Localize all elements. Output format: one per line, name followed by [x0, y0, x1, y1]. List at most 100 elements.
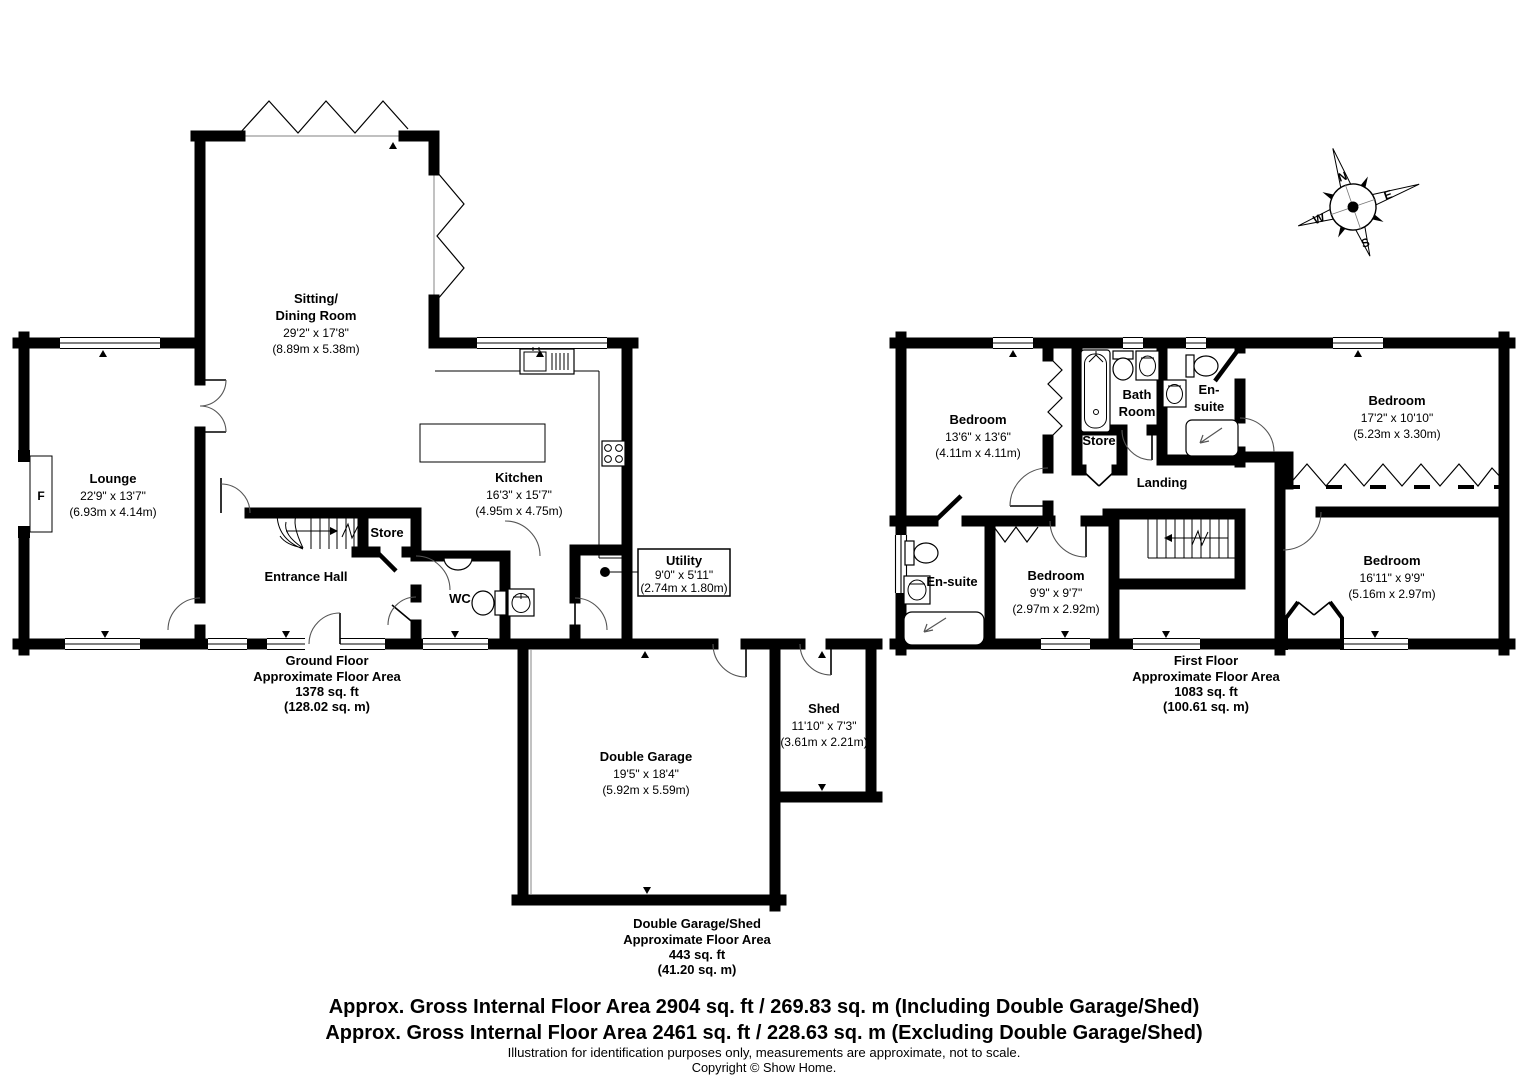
room-label-sitting-2: Dining Room — [276, 308, 357, 323]
outbuilding-area-title: Double Garage/Shed — [633, 916, 761, 931]
room-label-bedroom-br: Bedroom — [1363, 553, 1420, 568]
utility-label-box — [637, 548, 731, 597]
room-dim-bedroom-br-imperial: 16'11" x 9'9" — [1360, 571, 1425, 585]
toilet-icon — [471, 590, 507, 616]
room-label-store-ground: Store — [370, 525, 403, 540]
room-label-garage: Double Garage — [600, 749, 692, 764]
compass-rose-icon: N E S W — [1297, 148, 1420, 257]
room-label-bedroom-tl: Bedroom — [949, 412, 1006, 427]
staircase — [276, 512, 359, 550]
room-dim-lounge-metric: (6.93m x 4.14m) — [69, 505, 156, 519]
walls — [889, 331, 1516, 656]
kitchen-counter — [419, 370, 622, 559]
toilet-icon — [904, 540, 939, 566]
outbuilding-area-metric: (41.20 sq. m) — [658, 962, 737, 977]
room-label-ensuite-left: En-suite — [926, 574, 977, 589]
shower-icon — [1185, 419, 1239, 457]
room-dim-garage-imperial: 19'5" x 18'4" — [613, 767, 679, 781]
ground-area-title: Ground Floor — [285, 653, 368, 668]
room-label-ensuite-top-2: suite — [1194, 399, 1224, 414]
room-label-bathroom-2: Room — [1119, 404, 1156, 419]
lobby-sink-icon — [507, 588, 535, 617]
first-floor: Bedroom 13'6" x 13'6" (4.11m x 4.11m) Ba… — [889, 331, 1516, 714]
footer-copyright: Copyright © Show Home. — [692, 1060, 837, 1075]
bifold-door-icon — [239, 100, 409, 134]
footer-disclaimer: Illustration for identification purposes… — [508, 1045, 1021, 1060]
sink-icon — [519, 347, 575, 375]
walls — [12, 130, 883, 912]
room-label-lounge: Lounge — [90, 471, 137, 486]
room-dim-shed-metric: (3.61m x 2.21m) — [780, 735, 867, 749]
room-dim-shed-imperial: 11'10" x 7'3" — [792, 719, 857, 733]
compass-south-label: S — [1359, 235, 1371, 251]
utility-dim-metric: (2.74m x 1.80m) — [640, 581, 727, 595]
footer-area-including: Approx. Gross Internal Floor Area 2904 s… — [329, 996, 1200, 1018]
compass-north-label: N — [1336, 169, 1349, 185]
room-label-shed: Shed — [808, 701, 840, 716]
room-dim-bedroom-bm-metric: (2.97m x 2.92m) — [1012, 602, 1099, 616]
ground-area-subtitle: Approximate Floor Area — [253, 669, 401, 684]
fireplace-icon — [18, 450, 53, 538]
room-label-sitting: Sitting/ — [294, 291, 338, 306]
doors — [167, 379, 832, 678]
fireplace-label: F — [37, 489, 44, 503]
utility-label: Utility — [666, 553, 703, 568]
toilet-icon — [1112, 350, 1134, 381]
bifold-door-icon — [436, 171, 465, 301]
room-dim-bedroom-br-metric: (5.16m x 2.97m) — [1348, 587, 1435, 601]
room-label-kitchen: Kitchen — [495, 470, 543, 485]
room-label-store-first: Store — [1082, 433, 1115, 448]
staircase — [1147, 519, 1237, 559]
room-dim-bedroom-tr-imperial: 17'2" x 10'10" — [1361, 411, 1434, 425]
ground-area-imperial: 1378 sq. ft — [295, 684, 359, 699]
wardrobe-icons — [993, 355, 1505, 544]
room-dim-lounge-imperial: 22'9" x 13'7" — [80, 489, 146, 503]
windows — [894, 336, 1408, 651]
room-label-bedroom-tr: Bedroom — [1368, 393, 1425, 408]
shower-bath-icon — [903, 611, 985, 646]
kitchen-island — [419, 423, 546, 463]
room-label-landing: Landing — [1137, 475, 1188, 490]
room-dim-bedroom-tl-imperial: 13'6" x 13'6" — [945, 430, 1011, 444]
room-label-bedroom-bm: Bedroom — [1027, 568, 1084, 583]
outbuilding-area-subtitle: Approximate Floor Area — [623, 932, 771, 947]
hob-icon — [601, 440, 626, 467]
footer-area-excluding: Approx. Gross Internal Floor Area 2461 s… — [325, 1022, 1202, 1044]
room-dim-bedroom-bm-imperial: 9'9" x 9'7" — [1030, 586, 1082, 600]
compass-west-label: W — [1311, 210, 1327, 227]
wc-basin-icon — [443, 553, 473, 571]
room-dim-kitchen-metric: (4.95m x 4.75m) — [475, 504, 562, 518]
first-area-metric: (100.61 sq. m) — [1163, 699, 1249, 714]
room-dim-kitchen-imperial: 16'3" x 15'7" — [486, 488, 552, 502]
room-dim-bedroom-tr-metric: (5.23m x 3.30m) — [1353, 427, 1440, 441]
room-dim-bedroom-tl-metric: (4.11m x 4.11m) — [935, 446, 1021, 460]
ground-floor: Sitting/ Dining Room 29'2" x 17'8" (8.89… — [12, 100, 883, 912]
doors — [935, 348, 1331, 616]
closet-walls — [1284, 600, 1344, 650]
toilet-icon — [1185, 354, 1219, 378]
room-dim-sitting-imperial: 29'2" x 17'8" — [283, 326, 349, 340]
outbuilding: Double Garage 19'5" x 18'4" (5.92m x 5.5… — [600, 701, 868, 977]
footer: Approx. Gross Internal Floor Area 2904 s… — [325, 996, 1202, 1075]
open-wall-lines — [240, 135, 532, 894]
room-label-ensuite-top: En- — [1199, 382, 1220, 397]
bathtub-icon — [1080, 349, 1111, 433]
windows — [60, 336, 607, 651]
room-dim-sitting-metric: (8.89m x 5.38m) — [272, 342, 359, 356]
first-area-subtitle: Approximate Floor Area — [1132, 669, 1280, 684]
first-area-imperial: 1083 sq. ft — [1174, 684, 1238, 699]
boiler-dot — [600, 567, 610, 577]
room-dim-garage-metric: (5.92m x 5.59m) — [602, 783, 689, 797]
dimension-arrows — [99, 142, 1379, 894]
room-label-wc: WC — [449, 591, 471, 606]
room-label-bathroom: Bath — [1123, 387, 1152, 402]
sink-icon — [1135, 350, 1160, 381]
ground-area-metric: (128.02 sq. m) — [284, 699, 370, 714]
utility-dim-imperial: 9'0" x 5'11" — [655, 568, 713, 582]
sink-icon — [1162, 379, 1187, 408]
first-area-title: First Floor — [1174, 653, 1238, 668]
sink-icon — [903, 575, 931, 605]
outbuilding-area-imperial: 443 sq. ft — [669, 947, 726, 962]
